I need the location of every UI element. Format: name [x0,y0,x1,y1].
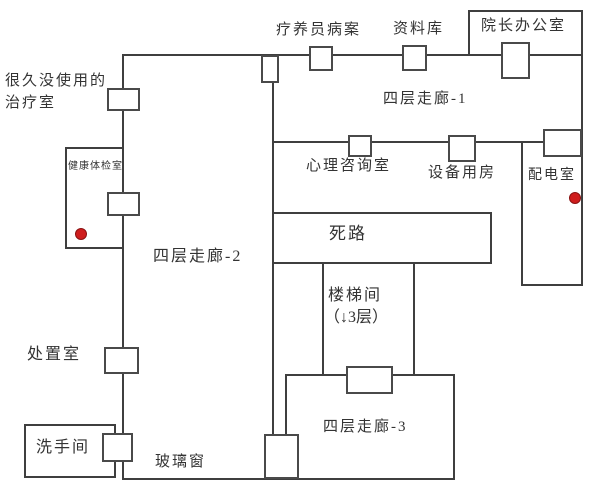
label-unused-treatment-room-line2: 治疗室 [5,95,57,111]
wall-corridor3-left [285,374,287,480]
red-dot-power-room [569,192,581,204]
label-dead-end: 死路 [329,224,367,243]
wall-stairwell-left [322,262,324,376]
label-health-exam-room: 健康体检室 [68,161,123,172]
wall-deadend-bottom [272,262,492,264]
wall-right [581,10,583,286]
wall-bottom [122,478,455,480]
label-corridor-2: 四层走廊-2 [153,248,243,265]
label-disposal-room: 处置室 [27,346,82,363]
label-stairwell-line1: 楼梯间 [328,287,383,304]
door-corridor2-corridor3 [264,434,299,479]
door-equipment-room [448,135,476,162]
door-washroom [102,433,133,462]
door-archive [402,45,427,71]
wall-power-room-bottom [521,284,583,286]
door-stairwell-corridor3 [346,366,393,394]
wall-deadend-right [490,212,492,264]
wall-power-room-left [521,141,523,286]
wall-director-top [468,10,583,12]
label-patient-records: 疗养员病案 [276,22,362,38]
wall-corridor3-right [453,374,455,480]
door-power-room [543,129,582,157]
door-unused-treatment-room [107,88,140,111]
label-power-room: 配电室 [528,168,576,183]
wall-director-left [468,10,470,56]
wall-corridor1-bottom [272,141,583,143]
wall-left [122,54,124,480]
wall-top [122,54,470,56]
wall-corridor-divider [272,54,274,480]
label-unused-treatment-room-line1: 很久没使用的 [5,73,108,89]
label-washroom: 洗手间 [36,439,91,456]
label-corridor-3: 四层走廊-3 [323,419,408,435]
wall-stairwell-right [413,262,415,376]
wall-deadend-top [272,212,492,214]
label-corridor-1: 四层走廊-1 [383,91,468,107]
door-disposal-room [104,347,139,374]
door-patient-records [309,46,333,71]
door-corridor1-corridor2 [261,55,279,83]
red-dot-health-exam-room [75,228,87,240]
label-glass-window: 玻璃窗 [155,454,207,470]
label-equipment-room: 设备用房 [428,165,497,181]
label-archive: 资料库 [393,21,445,37]
label-counseling-room: 心理咨询室 [306,158,392,174]
door-director-office [501,42,530,79]
label-director-office: 院长办公室 [481,18,567,34]
label-stairwell-line2: （↓3层） [324,309,389,326]
door-counseling-room [348,135,372,157]
door-health-exam-room [107,192,140,216]
